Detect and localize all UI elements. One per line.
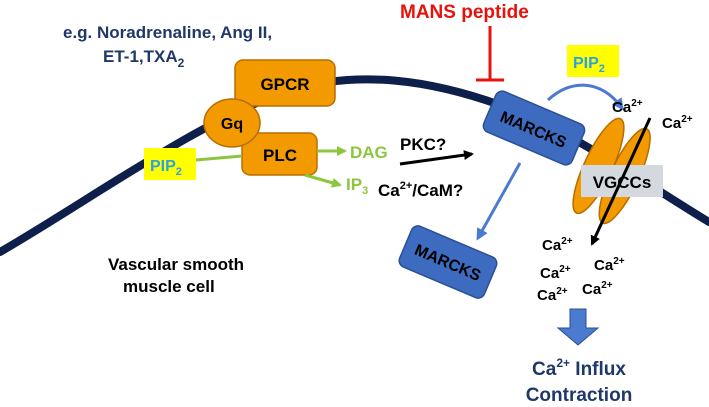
gq-ellipse — [203, 98, 261, 148]
pip2-left-label: PIP2 — [150, 158, 182, 178]
ip3-main: IP — [346, 175, 362, 194]
dag-label: DAG — [350, 143, 388, 162]
marcks-cytosol-group: MARCKS — [398, 225, 498, 299]
pkc-label: PKC? — [400, 135, 446, 154]
vgcc-label: VGCCs — [593, 173, 652, 192]
pip2-left-main: PIP — [150, 158, 176, 175]
plc-box — [241, 132, 318, 176]
agonists-line2-main: ET-1,TXA — [103, 47, 178, 66]
cam-post: /CaM? — [412, 181, 463, 200]
agonists-line2: ET-1,TXA2 — [103, 47, 185, 70]
influx-post: Influx — [570, 359, 626, 380]
ca-outside-1: Ca2+ — [612, 98, 643, 116]
cam-sup: 2+ — [400, 180, 413, 192]
pip2-right-sub: 2 — [599, 63, 605, 75]
cell-label-line2: muscle cell — [123, 277, 215, 296]
influx-pre: Ca — [532, 359, 557, 380]
ip3-label: IP3 — [346, 175, 368, 197]
plc-to-ip3-arrow — [304, 173, 342, 188]
calcium-influx-arrow — [590, 117, 652, 246]
marcks-membrane-group: MARCKS — [482, 90, 586, 166]
ip3-sub: 3 — [362, 185, 368, 197]
marcks-cytosol-box — [398, 225, 498, 299]
contraction-label: Contraction — [526, 385, 633, 406]
pip2-to-plc-line — [195, 154, 243, 162]
agonists-line1: e.g. Noradrenaline, Ang II, — [63, 23, 272, 42]
pip2-left-sub: 2 — [176, 166, 182, 178]
gq-label: Gq — [221, 116, 243, 133]
ca-inside-2: Ca2+ — [540, 264, 571, 282]
influx-label: Ca2+ Influx — [532, 356, 626, 380]
outcome-block-arrow — [556, 308, 600, 346]
pkc-to-marcks-arrow — [399, 150, 474, 166]
pip2-left-box — [144, 148, 196, 180]
cell-label-line1: Vascular smooth — [108, 255, 244, 274]
gpcr-label: GPCR — [260, 75, 309, 94]
ca-inside-5: Ca2+ — [582, 280, 613, 298]
pip2-right-main: PIP — [573, 55, 599, 72]
ca-inside-1: Ca2+ — [542, 236, 573, 254]
ca-inside-4: Ca2+ — [537, 286, 568, 304]
mans-peptide-label: MANS peptide — [400, 2, 529, 23]
influx-sup: 2+ — [556, 356, 570, 370]
plc-label: PLC — [263, 146, 297, 165]
cam-pre: Ca — [378, 181, 400, 200]
pip2-right-box — [567, 45, 619, 77]
cam-label: Ca2+/CaM? — [378, 180, 463, 200]
pip2-right-label: PIP2 — [573, 55, 605, 75]
gpcr-box — [234, 59, 336, 107]
ca-inside-3: Ca2+ — [594, 256, 625, 274]
agonists-line2-sub: 2 — [178, 56, 185, 70]
marcks-translocation-arrow — [476, 162, 522, 241]
marcks-to-pip2-arrow — [546, 83, 624, 111]
marcks-membrane-box — [482, 90, 586, 166]
ca-outside-2: Ca2+ — [662, 114, 693, 132]
